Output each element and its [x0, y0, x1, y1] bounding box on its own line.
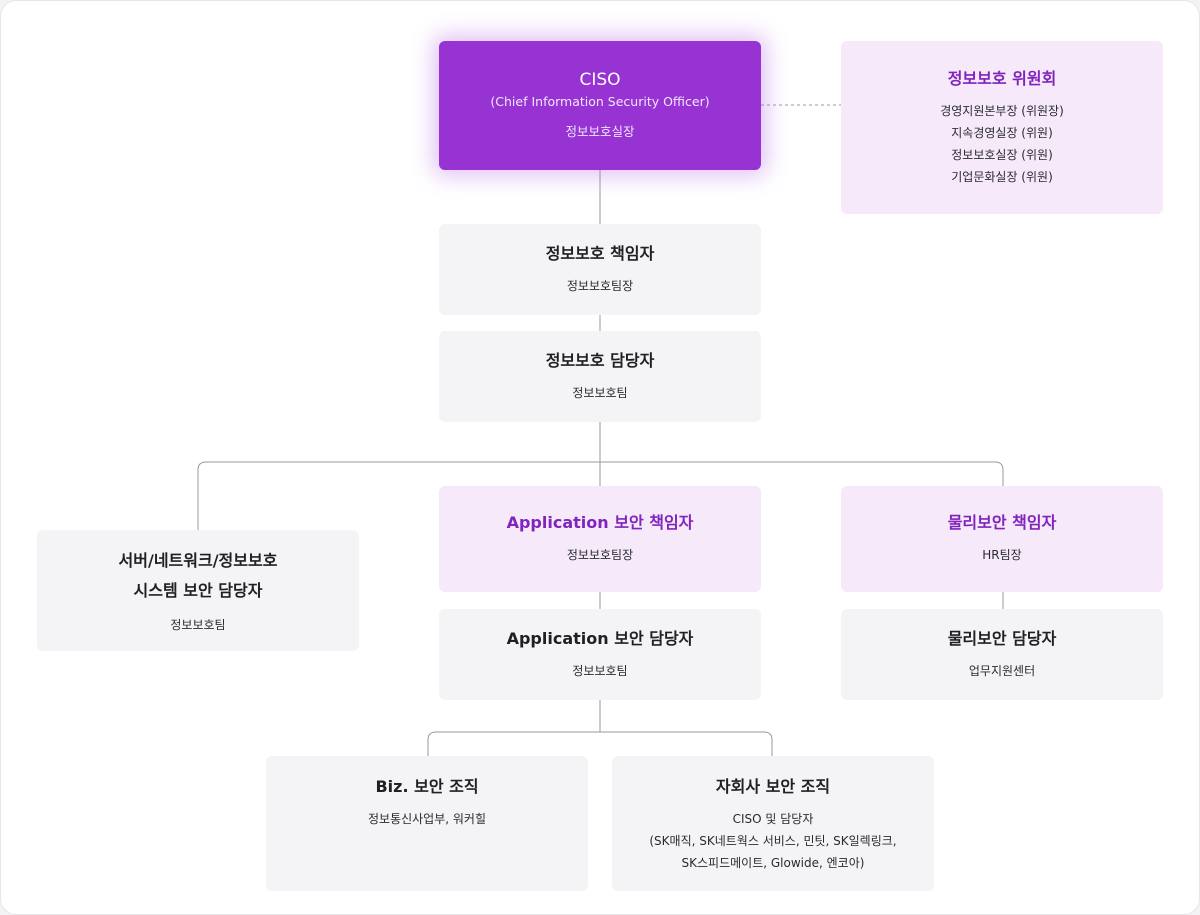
- phys-officer-title: 물리보안 담당자: [947, 628, 1057, 648]
- bottom-branch-line: [427, 731, 773, 756]
- subsidiary-security-line3: SK스피드메이트, Glowide, 엔코아): [681, 856, 865, 870]
- committee-member: 지속경영실장 (위원): [951, 125, 1053, 140]
- committee-member: 정보보호실장 (위원): [951, 147, 1053, 162]
- branch-line-left: [197, 461, 600, 530]
- biz-security-dept: 정보통신사업부, 워커힐: [367, 812, 487, 826]
- subsidiary-security-box: 자회사 보안 조직 CISO 및 담당자 (SK매직, SK네트웍스 서비스, …: [612, 756, 934, 891]
- app-officer-box: Application 보안 담당자 정보보호팀: [439, 609, 761, 700]
- responsible-dept: 정보보호팀장: [566, 278, 634, 293]
- phys-lead-title: 물리보안 책임자: [947, 513, 1057, 532]
- app-officer-title: Application 보안 담당자: [506, 628, 694, 648]
- phys-officer-box: 물리보안 담당자 업무지원센터: [841, 609, 1163, 700]
- phys-lead-dept: HR팀장: [982, 548, 1022, 562]
- responsible-title: 정보보호 책임자: [545, 243, 655, 263]
- app-lead-dept: 정보보호팀장: [566, 548, 634, 562]
- subsidiary-security-line2: (SK매직, SK네트웍스 서비스, 민팃, SK일렉링크,: [649, 834, 897, 848]
- committee-member: 기업문화실장 (위원): [951, 169, 1053, 184]
- officer-box: 정보보호 담당자 정보보호팀: [439, 331, 761, 422]
- phys-officer-dept: 업무지원센터: [968, 663, 1036, 678]
- server-security-title-line1: 서버/네트워크/정보보호: [118, 550, 278, 570]
- committee-box: 정보보호 위원회 경영지원본부장 (위원장) 지속경영실장 (위원) 정보보호실…: [841, 41, 1163, 214]
- server-security-dept: 정보보호팀: [170, 617, 226, 632]
- officer-dept: 정보보호팀: [572, 385, 628, 400]
- server-security-box: 서버/네트워크/정보보호 시스템 보안 담당자 정보보호팀: [37, 530, 359, 651]
- app-lead-box: Application 보안 책임자 정보보호팀장: [439, 486, 761, 592]
- biz-security-title: Biz. 보안 조직: [375, 777, 479, 796]
- branch-line-right: [600, 461, 1004, 486]
- committee-member-list: 경영지원본부장 (위원장) 지속경영실장 (위원) 정보보호실장 (위원) 기업…: [940, 100, 1064, 188]
- ciso-box: CISO (Chief Information Security Officer…: [439, 41, 761, 170]
- committee-title: 정보보호 위원회: [947, 68, 1057, 88]
- subsidiary-security-line1: CISO 및 담당자: [732, 812, 814, 826]
- officer-title: 정보보호 담당자: [545, 350, 655, 370]
- ciso-subtitle: (Chief Information Security Officer): [490, 93, 710, 109]
- app-officer-dept: 정보보호팀: [572, 663, 628, 678]
- committee-member: 경영지원본부장 (위원장): [940, 103, 1064, 118]
- app-lead-title: Application 보안 책임자: [506, 513, 694, 532]
- responsible-box: 정보보호 책임자 정보보호팀장: [439, 224, 761, 315]
- phys-lead-box: 물리보안 책임자 HR팀장: [841, 486, 1163, 592]
- server-security-title-line2: 시스템 보안 담당자: [133, 580, 263, 600]
- ciso-role: 정보보호실장: [565, 123, 635, 139]
- subsidiary-security-title: 자회사 보안 조직: [715, 777, 831, 796]
- ciso-title: CISO: [579, 69, 621, 90]
- biz-security-box: Biz. 보안 조직 정보통신사업부, 워커힐: [266, 756, 588, 891]
